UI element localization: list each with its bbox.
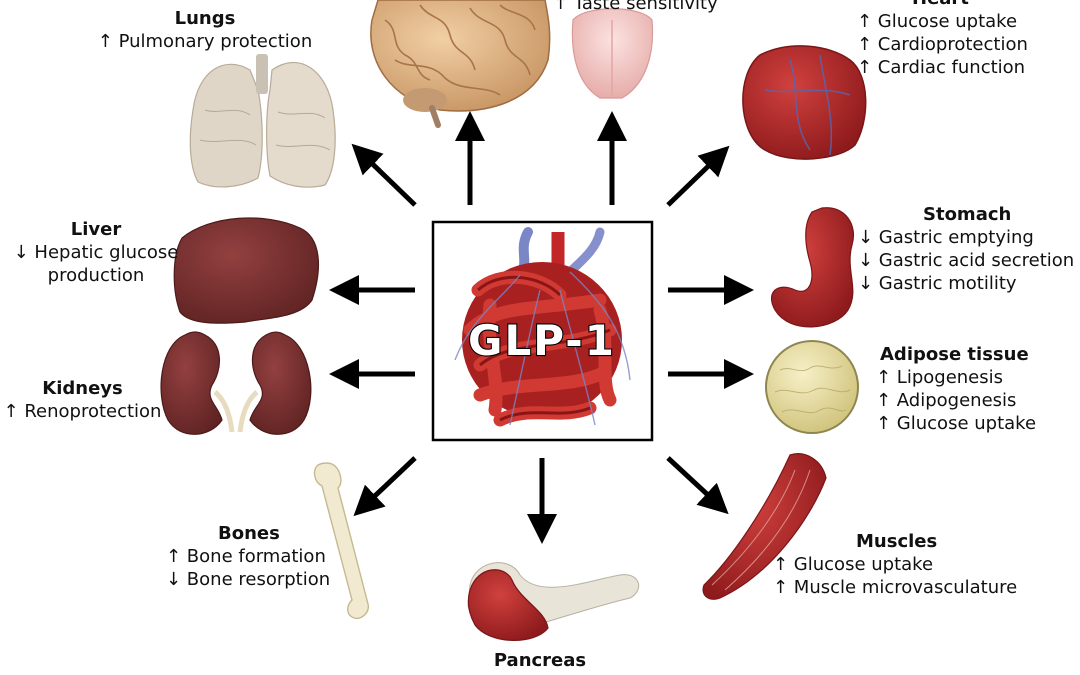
- kidneys-effect-1: ↑ Renoprotection: [3, 401, 162, 422]
- adipose-illustration: [765, 340, 859, 434]
- pancreas-label: Pancreas: [470, 649, 610, 672]
- liver-effect-1: ↓ Hepatic glucose: [13, 242, 179, 263]
- kidneys-illustration: [160, 331, 312, 435]
- heart-label: Heart ↑ Glucose uptake ↑ Cardioprotectio…: [857, 0, 1067, 79]
- adipose-effect-1: ↑ Lipogenesis: [876, 367, 1004, 388]
- muscles-effect-1: ↑ Glucose uptake: [773, 554, 934, 575]
- brain-illustration: [370, 0, 551, 128]
- pancreas-title: Pancreas: [493, 650, 587, 671]
- heart-illustration: [742, 45, 867, 160]
- liver-title: Liver: [70, 219, 122, 240]
- lungs-title: Lungs: [174, 8, 236, 29]
- stomach-effect-1: ↓ Gastric emptying: [858, 227, 1034, 248]
- pancreas-illustration: [467, 562, 640, 641]
- bones-effect-1: ↑ Bone formation: [166, 546, 326, 567]
- gut-illustration: [454, 227, 631, 427]
- stomach-illustration: [770, 207, 854, 328]
- stomach-effect-2: ↓ Gastric acid secretion: [858, 250, 1075, 271]
- arrows: [328, 110, 755, 545]
- lungs-label: Lungs ↑ Pulmonary protection: [90, 7, 320, 53]
- stomach-title: Stomach: [923, 204, 1012, 225]
- bones-effect-2: ↓ Bone resorption: [166, 569, 331, 590]
- heart-effect-2: ↑ Cardioprotection: [857, 34, 1028, 55]
- heart-effect-3: ↑ Cardiac function: [857, 57, 1026, 78]
- liver-illustration: [173, 217, 320, 324]
- muscles-label: Muscles ↑ Glucose uptake ↑ Muscle microv…: [773, 530, 1033, 599]
- stomach-label: Stomach ↓ Gastric emptying ↓ Gastric aci…: [858, 203, 1078, 295]
- center-box: GLP-1: [431, 220, 654, 442]
- adipose-label: Adipose tissue ↑ Lipogenesis ↑ Adipogene…: [876, 343, 1076, 435]
- muscles-effect-2: ↑ Muscle microvasculature: [773, 577, 1018, 598]
- adipose-effect-2: ↑ Adipogenesis: [876, 390, 1017, 411]
- arrow-to-bones: [353, 456, 417, 517]
- lungs-illustration: [189, 54, 336, 188]
- arrow-to-muscles: [666, 456, 729, 515]
- kidneys-title: Kidneys: [42, 378, 123, 399]
- bones-label: Bones ↑ Bone formation ↓ Bone resorption: [166, 522, 341, 591]
- muscles-title: Muscles: [856, 531, 938, 552]
- kidneys-label: Kidneys ↑ Renoprotection: [0, 377, 165, 423]
- brain-effect: ↑ Taste sensitivity: [553, 0, 718, 14]
- heart-effect-1: ↑ Glucose uptake: [857, 11, 1018, 32]
- bones-title: Bones: [218, 523, 280, 544]
- glp1-label: GLP-1: [468, 316, 616, 365]
- arrow-to-lungs: [351, 143, 417, 207]
- heart-title: Heart: [857, 0, 1067, 10]
- muscle-illustration: [702, 453, 827, 600]
- liver-effect-2: production: [47, 265, 145, 286]
- tongue-illustration: ↑ Taste sensitivity: [553, 0, 718, 99]
- arrow-to-heart: [666, 145, 730, 207]
- adipose-title: Adipose tissue: [880, 344, 1029, 365]
- lungs-effect-1: ↑ Pulmonary protection: [97, 31, 313, 52]
- bone-illustration: [313, 462, 369, 619]
- liver-label: Liver ↓ Hepatic glucose production: [8, 218, 184, 287]
- adipose-effect-3: ↑ Glucose uptake: [876, 413, 1037, 434]
- stomach-effect-3: ↓ Gastric motility: [858, 273, 1017, 294]
